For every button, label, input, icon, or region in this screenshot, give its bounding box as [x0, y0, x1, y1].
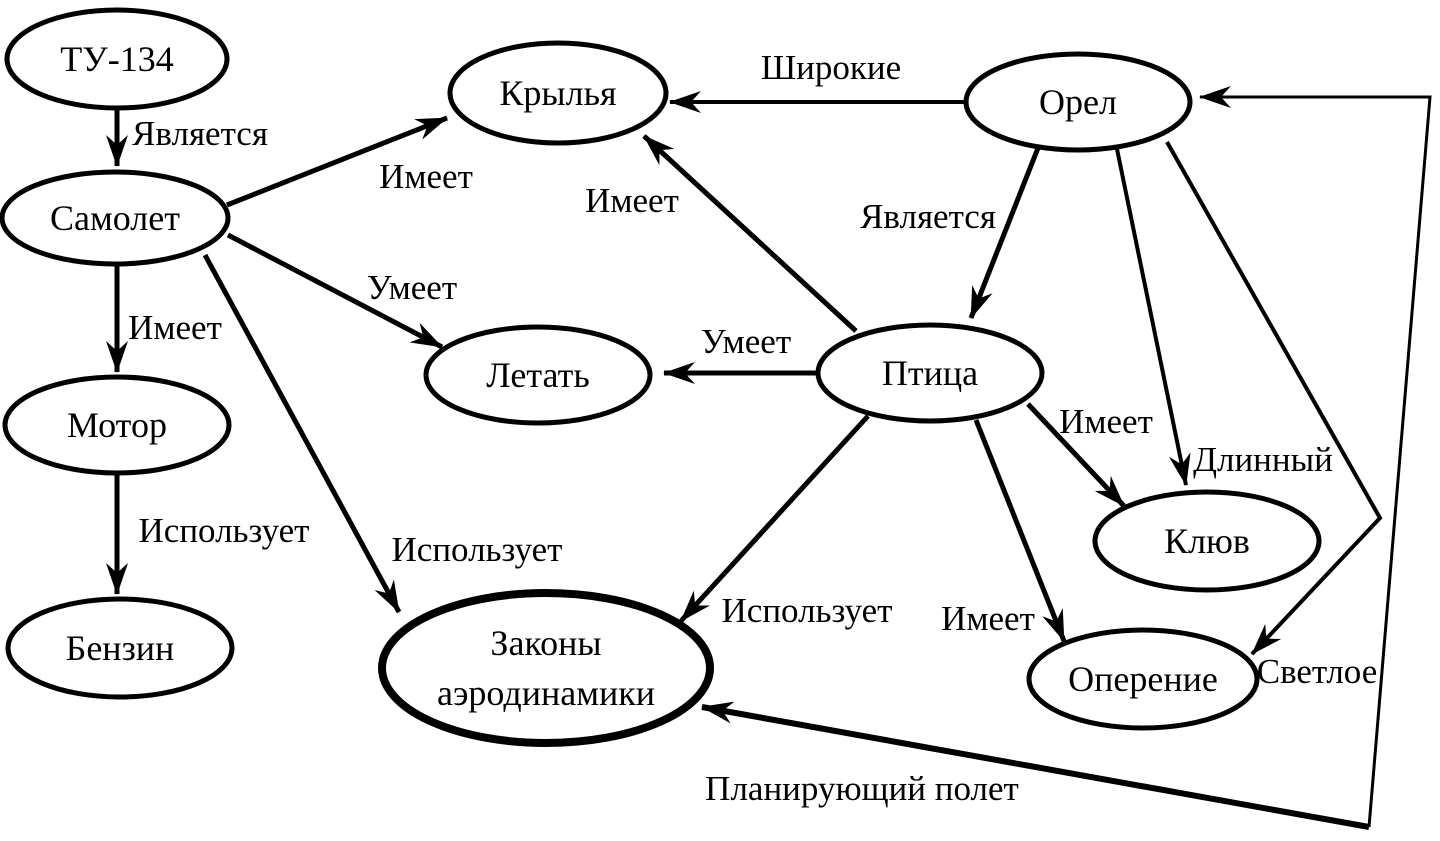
edge-label-polet-zakony: Планирующий полет [705, 769, 1019, 808]
node-letat: Летать [423, 324, 653, 426]
node-ellipse-letat [423, 324, 653, 426]
edge-label-ptitsa-letat: Умеет [701, 322, 791, 361]
node-ellipse-zakony [378, 589, 714, 747]
edge-label-samolet-krylya: Имеет [379, 157, 473, 196]
node-label-krylya: Крылья [499, 73, 616, 113]
node-motor: Мотор [2, 374, 232, 476]
node-ptitsa: Птица [815, 322, 1045, 424]
edge-label-orel-operenie: Светлое [1257, 652, 1378, 691]
edge-samolet-zakony [202, 253, 402, 614]
edge-samolet-letat [226, 232, 444, 350]
edge-label-samolet-motor: Имеет [128, 308, 222, 347]
node-operenie: Оперение [1026, 627, 1260, 731]
edge-label-samolet-letat: Умеет [367, 268, 457, 307]
edge-ptitsa-operenie [973, 419, 1067, 642]
node-ellipse-operenie [1026, 627, 1260, 731]
edge-orel-ptitsa [968, 147, 1041, 319]
edge-orel-operenie [1165, 141, 1383, 656]
node-label-operenie: Оперение [1068, 659, 1218, 699]
node-krylya: Крылья [447, 40, 669, 146]
edge-label-orel-klyuv: Длинный [1193, 440, 1333, 479]
edge-label-motor-benzin: Использует [139, 511, 310, 550]
node-ellipse-benzin [5, 596, 235, 700]
node-ellipse-orel [963, 51, 1193, 153]
node-ellipse-ptitsa [815, 322, 1045, 424]
edges-layer [106, 86, 1432, 830]
edge-label-orel-ptitsa: Является [860, 197, 996, 236]
node-samolet: Самолет [0, 169, 231, 267]
edge-label-ptitsa-zakony: Использует [722, 591, 893, 630]
edge-orel-klyuv [1115, 148, 1191, 486]
edge-label-samolet-zakony: Использует [392, 530, 563, 569]
edge-label-ptitsa-operenie: Имеет [941, 599, 1035, 638]
edge-label-tu134-samolet: Является [132, 114, 268, 153]
node-tu-134: ТУ-134 [4, 7, 230, 111]
node-label-tu-134: ТУ-134 [60, 39, 173, 79]
node-ellipse-klyuv [1092, 489, 1322, 593]
node-benzin: Бензин [5, 596, 235, 700]
node-klyuv: Клюв [1092, 489, 1322, 593]
node-label-klyuv: Клюв [1164, 521, 1250, 561]
node-ellipse-samolet [0, 169, 231, 267]
edge-polet-orel [1199, 86, 1432, 828]
edge-label-orel-krylya: Широкие [761, 48, 901, 87]
node-label-orel: Орел [1039, 82, 1117, 122]
node-orel: Орел [963, 51, 1193, 153]
edge-samolet-krylya [226, 115, 448, 208]
node-label-benzin: Бензин [66, 628, 175, 668]
node-label-ptitsa: Птица [882, 353, 978, 393]
edge-ptitsa-zakony [679, 414, 870, 623]
node-ellipse-motor [2, 374, 232, 476]
node-ellipse-krylya [447, 40, 669, 146]
edge-polet-zakony [701, 701, 1370, 830]
edge-ptitsa-klyuv [1026, 402, 1126, 508]
node-ellipse-tu-134 [4, 7, 230, 111]
edge-label-ptitsa-klyuv: Имеет [1059, 402, 1153, 441]
node-label-letat: Летать [486, 355, 590, 395]
node-label-samolet: Самолет [50, 198, 180, 238]
edge-ptitsa-krylya [642, 134, 858, 333]
edge-label-ptitsa-krylya: Имеет [585, 181, 679, 220]
node-label-motor: Мотор [67, 405, 167, 445]
